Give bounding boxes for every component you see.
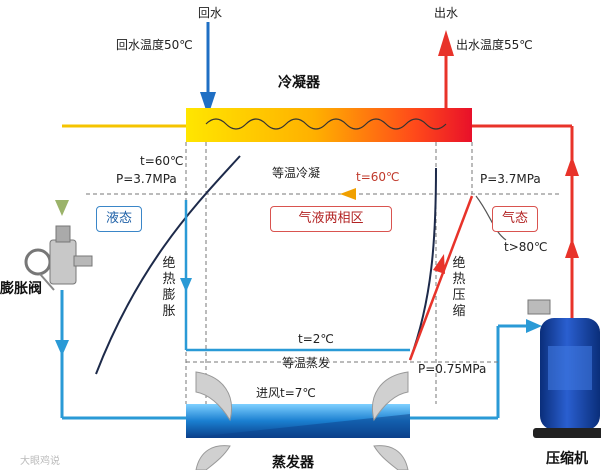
- outlet-water-label: 出水: [434, 6, 459, 20]
- expansion-valve-label: 膨胀阀: [0, 281, 42, 297]
- iso-evap-label: 等温蒸发: [282, 356, 331, 370]
- compressor-icon: [527, 299, 601, 438]
- liquid-phase-box: 液态: [96, 206, 142, 232]
- watermark: 大眼鸡说: [20, 456, 60, 467]
- t60-left-label: t=60℃: [140, 154, 184, 168]
- compression-line: [408, 195, 474, 361]
- p37-left-label: P=3.7MPa: [116, 172, 177, 186]
- outlet-temp-label: 出水温度55℃: [456, 38, 533, 52]
- refrigerant-loop: [55, 124, 579, 420]
- adiabatic-expansion-label: 绝热膨胀: [162, 256, 176, 319]
- p075-label: P=0.75MPa: [418, 362, 487, 376]
- return-water-label: 回水: [198, 6, 223, 20]
- p37-right-label: P=3.7MPa: [480, 172, 541, 186]
- expansion-line: [180, 200, 192, 350]
- vapor-curve: [409, 167, 437, 361]
- arrow-icon: [565, 238, 579, 258]
- iso-condense-label: 等温冷凝: [272, 166, 321, 180]
- outlet-water-arrow-icon: [438, 30, 454, 116]
- return-temp-label: 回水温度50℃: [116, 38, 193, 52]
- gas-phase-box: 气态: [492, 206, 538, 232]
- expansion-curve: [95, 155, 241, 375]
- intake-air-label: 进风t=7℃: [256, 386, 316, 400]
- condenser-label: 冷凝器: [278, 75, 320, 91]
- condenser-unit: [186, 108, 472, 142]
- t60-line-label: t=60℃: [356, 170, 400, 184]
- evaporator-label: 蒸发器: [272, 455, 314, 471]
- arrow-icon: [526, 319, 542, 333]
- iso-condense-line: [186, 188, 470, 200]
- two-phase-box: 气液两相区: [270, 206, 392, 232]
- expansion-valve-icon: [24, 225, 93, 291]
- t80-label: t>80℃: [504, 240, 548, 254]
- arrow-icon: [55, 200, 69, 216]
- adiabatic-compression-label: 绝热压缩: [452, 256, 466, 319]
- compressor-label: 压缩机: [546, 451, 588, 467]
- t2-label: t=2℃: [298, 332, 334, 346]
- arrow-icon: [55, 340, 69, 356]
- arrow-icon: [565, 156, 579, 176]
- fan-airflow-icon: [195, 371, 409, 471]
- superheat-curve: [475, 195, 507, 241]
- coil-icon: [205, 118, 447, 130]
- return-water-arrow-icon: [200, 22, 216, 116]
